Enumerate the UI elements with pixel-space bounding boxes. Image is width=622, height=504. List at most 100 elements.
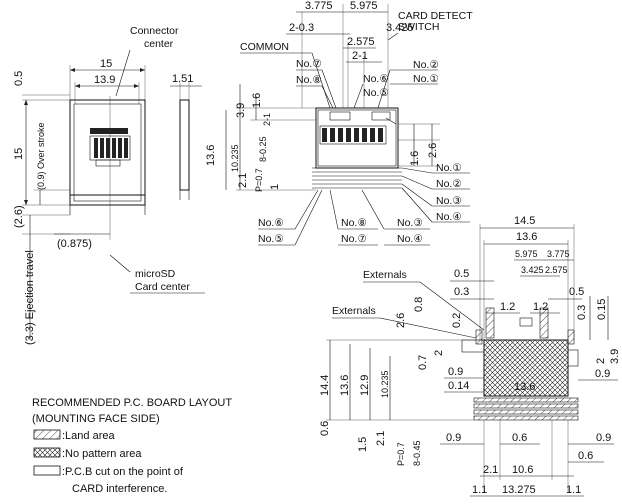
externals-label-1: Externals	[363, 269, 407, 281]
pcb-0-7: 0.7	[417, 355, 429, 370]
externals-label-2: Externals	[332, 305, 376, 317]
microsd-center-1: microSD	[135, 268, 176, 280]
card-detect-1: CARD DETECT	[398, 10, 473, 22]
left-13-6: 13.6	[205, 145, 217, 166]
connector-center-label-2: center	[144, 38, 174, 50]
offset-0-875: (0.875)	[57, 238, 92, 250]
pcb-0-5-a: 0.5	[454, 268, 469, 280]
legend-pcb-cut-2: CARD interference.	[72, 483, 167, 495]
microsd-center-2: Card center	[135, 281, 190, 293]
left-8-0-25: 8-0.25	[258, 136, 268, 162]
pin-bottom-6: No.⑥	[258, 217, 284, 229]
pcb-v-13-6: 13.6	[339, 375, 351, 396]
left-3-9: 3.9	[235, 103, 247, 118]
front-view: 3.775 5.975 2-0.3 3.425 2.575 2-1 CARD D…	[205, 0, 473, 246]
pcb-0-14: 0.14	[448, 380, 469, 392]
top-3-775: 3.775	[305, 0, 333, 12]
left-10-235: 10.235	[230, 144, 240, 172]
pcb-1-2-a: 1.2	[500, 301, 515, 313]
legend-no-pattern: :No pattern area	[62, 448, 142, 460]
pcb-0-5-b: 0.5	[569, 286, 584, 298]
pin-bottom-3: No.③	[397, 217, 423, 229]
pcb-v-14-4: 14.4	[319, 375, 331, 396]
pcb-v-8-0-45: 8-0.45	[412, 440, 422, 466]
pcb-3-9: 3.9	[609, 349, 621, 364]
pcb-2-a: 2	[433, 350, 445, 356]
pin-top-7: No.⑦	[296, 58, 322, 70]
no-pattern-swatch	[33, 447, 61, 458]
pcb-width-13-6: 13.6	[516, 231, 537, 243]
left-height: 15	[13, 148, 25, 160]
pcb-b-13-275: 13.275	[502, 484, 536, 496]
pin-right-4: No.④	[436, 211, 462, 223]
pcb-0-3-b: 0.3	[576, 305, 588, 320]
pin-bottom-5: No.⑤	[258, 233, 284, 245]
pcb-layout: 14.5 13.6 5.975 3.775 3.425 2.575 Extern…	[319, 215, 621, 497]
legend-pcb-cut-1: :P.C.B cut on the point of	[62, 466, 184, 478]
pcb-3-425: 3.425	[521, 265, 544, 275]
pcb-b-2-1: 2.1	[483, 464, 498, 476]
pin-bottom-8: No.⑧	[341, 217, 367, 229]
ejection-travel: (3.3) Ejection travel	[24, 250, 36, 345]
pcb-cut-swatch	[33, 465, 61, 476]
pcb-b-0-9-b: 0.9	[596, 432, 611, 444]
pin-right-1: No.①	[436, 162, 462, 174]
pcb-width-14-5: 14.5	[514, 215, 535, 227]
top-view: 15 13.9 Connector center 1.51 0.5 15 (0.…	[13, 25, 205, 345]
legend: RECOMMENDED P.C. BOARD LAYOUT (MOUNTING …	[32, 397, 232, 495]
legend-title-2: (MOUNTING FACE SIDE)	[32, 413, 160, 425]
pin-top-5: No.⑤	[363, 87, 389, 99]
pcb-5-975: 5.975	[515, 249, 538, 259]
pcb-2-6: 2.6	[395, 313, 407, 328]
pcb-center-13-6: 13.6	[514, 381, 535, 393]
card-detect-2: SWITCH	[398, 21, 439, 33]
pcb-0-3-a: 0.3	[454, 286, 469, 298]
pin-top-2: No.②	[413, 59, 439, 71]
top-2-575: 2.575	[347, 36, 375, 48]
pcb-0-15: 0.15	[596, 299, 608, 320]
pcb-b-1-1-b: 1.1	[566, 484, 581, 496]
right-1-6: 1.6	[409, 151, 421, 166]
pin-bottom-4: No.④	[397, 233, 423, 245]
over-stroke: (0.9) Over stroke	[36, 122, 46, 190]
left-2-1: 2.1	[237, 173, 249, 188]
top-3-425: 3.425	[386, 22, 414, 34]
right-2-6: 2.6	[427, 143, 439, 158]
pcb-b-0-6-a: 0.6	[512, 432, 527, 444]
pcb-0-8: 0.8	[413, 297, 425, 312]
top-width-inner: 13.9	[94, 74, 115, 86]
legend-title-1: RECOMMENDED P.C. BOARD LAYOUT	[32, 397, 232, 409]
left-top-offset: 0.5	[13, 71, 25, 86]
pcb-v-0-6: 0.6	[319, 421, 331, 436]
left-1: 1	[269, 184, 281, 190]
side-thickness: 1.51	[172, 73, 193, 85]
pin-top-6: No.⑥	[363, 73, 389, 85]
land-area-swatch	[33, 429, 61, 440]
pin-callouts-right	[401, 167, 470, 223]
left-2: 2-1	[262, 113, 272, 126]
pcb-b-10-6: 10.6	[512, 464, 533, 476]
pcb-0-2: 0.2	[451, 313, 463, 328]
pcb-v-1-5: 1.5	[357, 437, 369, 452]
pcb-0-9-a: 0.9	[448, 366, 463, 378]
left-1-6: 1.6	[251, 93, 263, 108]
connector-center-label-1: Connector	[130, 25, 179, 37]
legend-land: :Land area	[62, 430, 115, 442]
pcb-0-9-b: 0.9	[595, 368, 610, 380]
pin-right-2: No.②	[436, 178, 462, 190]
pcb-3-775: 3.775	[547, 249, 570, 259]
pin-bottom-7: No.⑦	[341, 233, 367, 245]
pcb-b-0-6-b: 0.6	[578, 450, 593, 462]
pcb-2-575: 2.575	[545, 265, 568, 275]
pcb-v-2-1: 2.1	[375, 431, 387, 446]
pin-right-3: No.③	[436, 195, 462, 207]
pin-top-8: No.⑧	[296, 74, 322, 86]
left-p-0-7: P=0.7	[254, 168, 264, 192]
pcb-v-p-0-7: P=0.7	[396, 442, 406, 466]
pcb-1-2-b: 1.2	[533, 301, 548, 313]
pcb-v-10-235: 10.235	[380, 370, 390, 398]
pcb-v-12-9: 12.9	[359, 375, 371, 396]
common-label: COMMON	[240, 41, 289, 53]
top-5-975: 5.975	[350, 0, 378, 12]
